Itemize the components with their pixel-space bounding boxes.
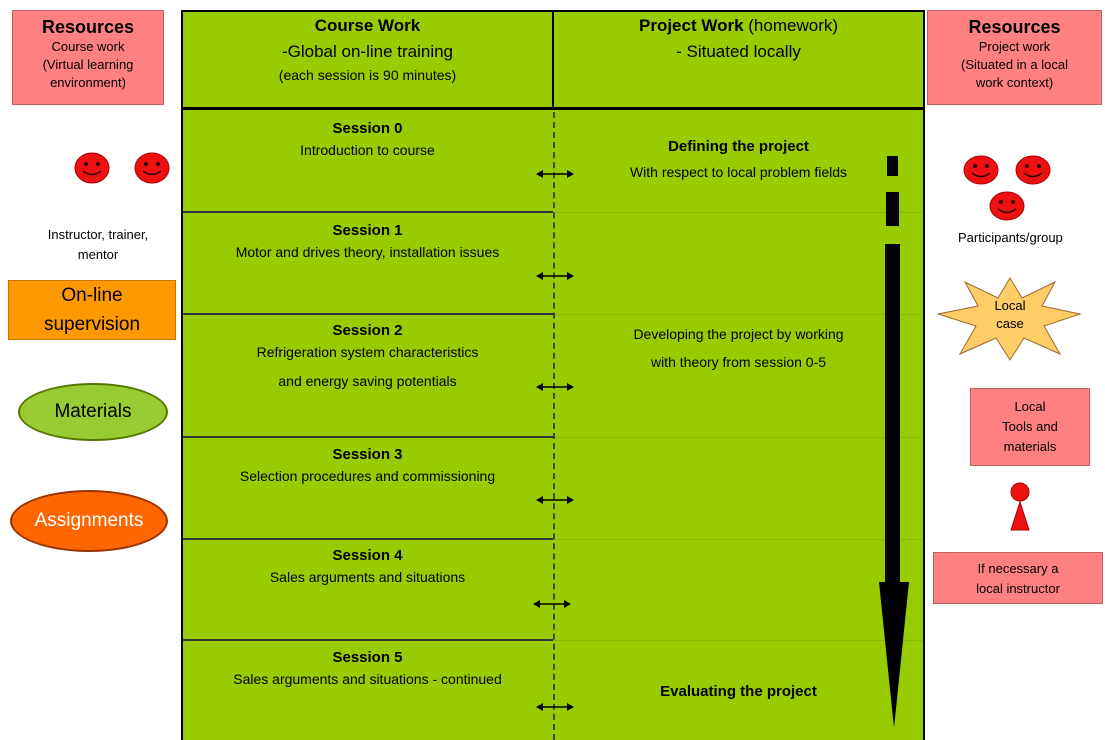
project-divider [554,437,923,438]
smiley-face-icon [134,152,170,184]
smiley-face-icon [1015,155,1051,185]
session-description: Introduction to course [300,142,435,158]
materials-ellipse: Materials [18,383,168,441]
participants-label: Participants/group [958,230,1063,245]
project-work-title: Project Work [638,16,744,35]
instructor-label-line-1: Instructor, trainer, [47,227,149,242]
smiley-face-icon [74,152,110,184]
course-work-line-2: (each session is 90 minutes) [278,67,457,83]
double-arrow-icon [536,272,574,280]
header-divider [552,10,554,110]
session-description: Selection procedures and commissioning [239,468,496,484]
participants-faces-icon [963,155,1051,221]
local-case-star-icon [937,277,1082,361]
stage-develop-line-2: with theory from session 0-5 [650,354,827,370]
local-tools-box: Local Tools and materials [970,388,1090,466]
double-arrow-icon [536,383,574,391]
session-2: Session 2 Refrigeration system character… [183,322,552,395]
course-work-resources-box: Resources Course work (Virtual learning … [12,10,164,105]
materials-label: Materials [54,401,132,422]
project-divider [554,314,923,315]
course-resources-subtitle-1: Course work [51,39,125,54]
stage-define: Defining the project With respect to loc… [554,138,923,180]
project-divider [554,212,923,213]
project-resources-subtitle-2: (Situated in a local [961,57,1068,72]
local-case-line-1: Local [994,298,1026,313]
project-work-title-suffix: (homework) [743,16,839,35]
project-resources-subtitle-3: work context) [975,75,1054,90]
instructor-faces-icon [74,152,170,184]
course-resources-subtitle-3: environment) [50,75,126,90]
course-work-header: Course Work -Global on-line training (ea… [183,16,552,83]
session-3: Session 3 Selection procedures and commi… [183,446,552,490]
session-divider [183,436,553,438]
course-work-line-1: -Global on-line training [281,42,454,61]
session-description: Sales arguments and situations - continu… [233,671,502,687]
session-title: Session 1 [332,222,403,239]
double-arrow-icon [536,496,574,504]
session-divider [183,538,553,540]
session-title: Session 5 [332,649,403,666]
session-title: Session 4 [332,547,403,564]
session-title: Session 0 [332,120,403,137]
project-resources-title: Resources [968,17,1061,37]
center-dashed-line [553,112,555,740]
local-tools-line-1: Local [1014,399,1046,414]
local-instructor-person-icon [1010,482,1030,531]
project-resources-subtitle-1: Project work [978,39,1051,54]
course-resources-subtitle-2: (Virtual learning [42,57,134,72]
progress-arrow-icon [879,156,909,728]
session-description: Refrigeration system characteristics [256,344,479,360]
project-work-line-1: - Situated locally [676,42,801,61]
session-0: Session 0 Introduction to course [183,120,552,164]
project-work-resources-box: Resources Project work (Situated in a lo… [927,10,1102,105]
session-5: Session 5 Sales arguments and situations… [183,649,552,693]
stage-develop-line-1: Developing the project by working [633,326,844,342]
session-1: Session 1 Motor and drives theory, insta… [183,222,552,266]
double-arrow-icon [536,170,574,178]
course-work-title: Course Work [314,16,421,35]
session-divider [183,313,553,315]
session-4: Session 4 Sales arguments and situations [183,547,552,591]
session-title: Session 2 [332,322,403,339]
smiley-face-icon [989,191,1025,221]
local-case-label: Local case [980,297,1040,333]
local-instructor-line-2: local instructor [976,581,1060,596]
local-instructor-box: If necessary a local instructor [933,552,1103,604]
double-arrow-icon [533,600,571,608]
stage-evaluate: Evaluating the project [554,683,923,700]
session-title: Session 3 [332,446,403,463]
project-work-header: Project Work (homework) - Situated local… [554,16,923,62]
course-resources-title: Resources [41,17,135,37]
session-divider [183,639,553,641]
session-description: and energy saving potentials [278,373,457,389]
project-divider [554,640,923,641]
instructor-label-line-2: mentor [77,247,119,262]
project-divider [554,539,923,540]
online-supervision-box: On-line supervision [8,280,176,340]
stage-develop: Developing the project by working with t… [554,320,923,376]
local-instructor-line-1: If necessary a [977,561,1059,576]
assignments-label: Assignments [34,510,144,531]
online-supervision-line-2: supervision [43,314,141,335]
local-tools-line-3: materials [1003,439,1057,454]
double-arrow-icon [536,703,574,711]
local-case-line-2: case [996,316,1024,331]
stage-define-title: Defining the project [668,138,809,155]
assignments-ellipse: Assignments [10,490,168,552]
stage-define-desc: With respect to local problem fields [629,164,848,180]
local-tools-line-2: Tools and [1002,419,1058,434]
online-supervision-line-1: On-line [61,285,123,306]
instructor-label: Instructor, trainer, mentor [18,225,178,265]
smiley-face-icon [963,155,999,185]
session-divider [183,211,553,213]
stage-evaluate-title: Evaluating the project [660,683,817,700]
session-description: Motor and drives theory, installation is… [235,244,500,260]
session-description: Sales arguments and situations [269,569,466,585]
